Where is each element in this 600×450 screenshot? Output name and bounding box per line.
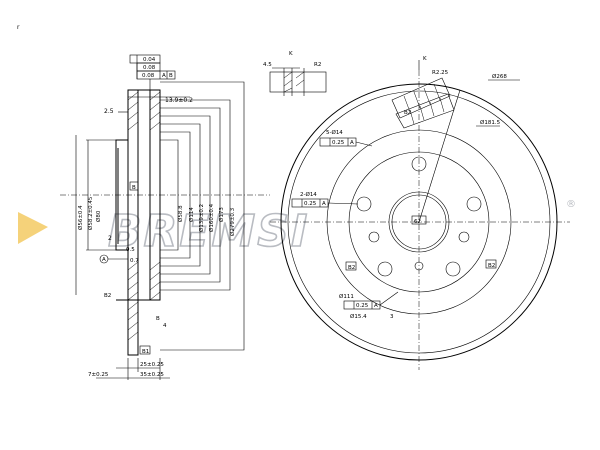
dim-35: 35±0.25 (140, 372, 164, 378)
detail-k-dim-r2: R2 (314, 62, 321, 68)
callout-5-tol: 0.25 (332, 140, 345, 146)
callout-2-holes: 2-Ø14 (300, 191, 317, 198)
front-dim-d181-5: Ø181.5 (480, 119, 501, 126)
callout-5-holes: 5-Ø14 (326, 129, 343, 136)
callout-2-tol: 0.25 (304, 201, 317, 207)
hatching-bottom (127, 261, 161, 341)
front-mark-b2-3: B2 (404, 110, 411, 116)
detail-k-label: K (289, 51, 293, 57)
bolt-hole (356, 196, 372, 212)
tol-value-1: 0.04 (143, 57, 156, 63)
small-label-b-1: B (132, 185, 136, 191)
small-label-b1: B1 (142, 349, 149, 355)
dim-7: 7±0.25 (88, 372, 109, 378)
tol-datum-b: B (169, 73, 173, 79)
hole-callout-5: 5-Ø14 0.25 A (319, 129, 373, 147)
dim-d80: Ø80 (95, 210, 102, 222)
hole-callout-2: 2-Ø14 0.25 A (291, 191, 359, 208)
dim-25: 25±0.25 (140, 362, 164, 368)
corner-mark: r (17, 24, 20, 31)
dim-d58-8: Ø58.8 (177, 205, 184, 222)
tol-value-3: 0.08 (142, 73, 155, 79)
left-label-0-5: 0.5 (126, 247, 135, 253)
left-label-0-7: 0.7 (130, 258, 139, 264)
small-label-b-2: B (156, 316, 160, 322)
small-label-4: 4 (163, 323, 167, 329)
bolt-holes (356, 156, 482, 277)
dim-13-9: 13.9±0.2 (165, 97, 193, 104)
hatching-top (127, 91, 161, 131)
watermark-registered: ® (566, 199, 576, 210)
bolt-hole (466, 196, 482, 212)
left-label-2: 2 (108, 235, 112, 242)
callout-d111-datum: A (374, 303, 378, 309)
watermark-text: BREMSI (108, 206, 309, 257)
dim-d58-2: Ø58.2±0.45 (87, 196, 94, 230)
front-dim-d268: Ø268 (492, 73, 507, 80)
watermark-arrow (18, 212, 48, 244)
dim-2-5: 2.5 (104, 108, 114, 115)
center-callouts: Ø111 0.25 A Ø15.4 3 (339, 291, 399, 320)
left-label-a: A (102, 257, 106, 263)
front-mark-b2-2: B2 (488, 263, 495, 269)
small-hole (414, 261, 424, 271)
callout-d111: Ø111 (339, 293, 354, 300)
detail-k-dim-4-5: 4.5 (263, 62, 272, 68)
front-dim-r2-25: R2.25 (432, 70, 449, 76)
dim-d56: Ø56±0.4 (77, 205, 84, 230)
bolt-hole (411, 156, 427, 172)
bolt-hole (445, 261, 461, 277)
dim-d279: Ø279±0.3 (229, 207, 236, 236)
side-section-view: 0.04 0.08 0.08 A B (60, 54, 270, 380)
detail-k: K 4.5 R2 (263, 51, 327, 96)
front-disc-view: K (270, 56, 570, 370)
bolt-hole (377, 261, 393, 277)
callout-d15-4: Ø15.4 (350, 313, 367, 320)
front-mark-62: 62 (414, 219, 421, 225)
dim-d139: Ø139±0.2 (198, 204, 205, 232)
callout-5-datum: A (350, 140, 354, 146)
front-view-label: K (423, 56, 427, 62)
tol-value-2: 0.08 (143, 65, 156, 71)
small-hole (458, 231, 470, 243)
front-mark-b2-1: B2 (348, 265, 355, 271)
bremsi-watermark: BREMSI ® (18, 199, 576, 258)
dim-d173: Ø173 (218, 207, 225, 222)
tol-datum-a: A (162, 73, 166, 79)
callout-d111-tol: 0.25 (356, 303, 369, 309)
dim-d160: Ø160±0.4 (208, 203, 215, 232)
dim-d114: Ø114 (188, 207, 195, 222)
left-label-b2: B2 (104, 293, 111, 299)
callout-d15-4-tol: 3 (390, 314, 394, 320)
callout-2-datum: A (322, 201, 326, 207)
small-hole (368, 231, 380, 243)
